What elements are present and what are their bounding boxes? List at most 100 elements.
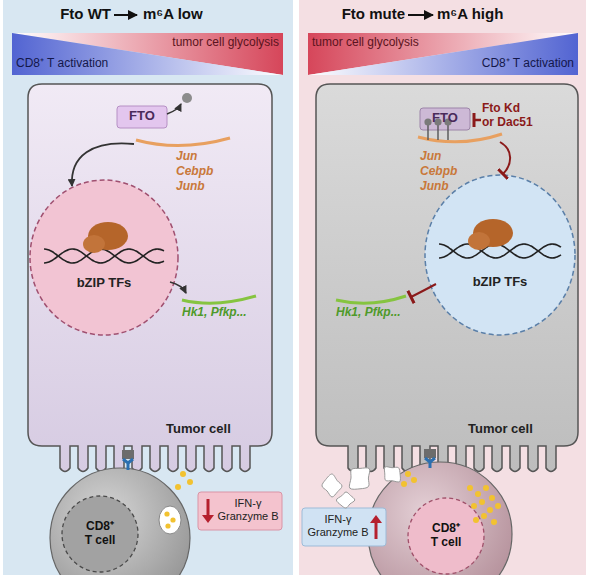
- change-arrowhead: [202, 515, 214, 523]
- transcription-arrow: [170, 282, 186, 293]
- cytokine-granule: [467, 485, 473, 491]
- mrna-strand: [182, 296, 256, 303]
- cytokine-granule: [473, 517, 479, 523]
- m6a-stem: [447, 124, 448, 140]
- granule-vesicle: [159, 506, 181, 534]
- t-cell-receptor: [128, 459, 133, 463]
- demethylation-arrow: [167, 104, 181, 114]
- transcription-factor: [468, 232, 490, 250]
- cytokine-granule: [180, 471, 186, 477]
- change-arrow: [375, 522, 378, 539]
- cell-debris: [336, 492, 354, 508]
- cytokine-granule: [479, 499, 485, 505]
- dna-strand: [44, 249, 164, 263]
- node-text: FTO: [420, 111, 470, 126]
- cell-debris: [349, 468, 369, 489]
- node-text: Tumor cell: [468, 422, 563, 437]
- title-arrow: [114, 14, 137, 16]
- cytokine-granule: [495, 503, 501, 509]
- cytokine-box-background: [198, 492, 282, 530]
- cytokine-box: IFN-γ Granzyme B: [198, 492, 282, 530]
- protein-box: [420, 108, 470, 130]
- tumor-cell: Tumor cell FTO bZIP TFs: [28, 84, 272, 474]
- node-text: bZIP TFs: [460, 275, 540, 290]
- node-text: IFN-γ Granzyme B: [306, 513, 370, 538]
- node-text: CD8⁺ T activation: [434, 57, 574, 71]
- tumor-cell: Tumor cell FTO bZIP TFs: [316, 84, 578, 474]
- cell-membrane: [28, 84, 272, 472]
- m6a-mark: [424, 118, 431, 125]
- change-arrowhead: [370, 515, 382, 523]
- fto-inhibition: [474, 119, 481, 122]
- panel-heading: m⁶A low: [143, 5, 263, 22]
- fto-box: FTO: [420, 108, 470, 130]
- panel-heading: m⁶A high: [437, 5, 557, 22]
- gradient-band: tumor cell glycolysisCD8⁺ T activation: [308, 33, 578, 75]
- title-arrow: [408, 14, 433, 16]
- protein-box: [117, 106, 167, 128]
- mhc-molecule: [122, 450, 134, 459]
- dna-strand: [439, 244, 561, 258]
- cell-membrane: [316, 84, 578, 472]
- cytokine-granule: [475, 491, 481, 497]
- node-text: CD8⁺ T cell: [82, 520, 118, 548]
- node-text: CD8⁺ T cell: [428, 522, 464, 550]
- t-cell-body: [368, 462, 512, 575]
- mrna-strand: [336, 296, 406, 303]
- glycolysis-gradient: [12, 33, 283, 75]
- node-outline: [425, 175, 575, 335]
- translation-arrow: [72, 143, 134, 186]
- cytokine-granule: [175, 484, 181, 490]
- gene-name: Junb: [420, 180, 480, 194]
- cytokine-granule: [491, 519, 497, 525]
- node-text: bZIP TFs: [64, 276, 144, 291]
- t-cell-body: [50, 468, 190, 575]
- mrna-strand: [136, 138, 230, 146]
- nucleus: bZIP TFs: [425, 175, 575, 335]
- nucleus-envelope: [425, 175, 575, 335]
- cytokine-granule: [483, 485, 489, 491]
- inhibitor-note: Fto Kd or Dac51: [482, 102, 534, 130]
- gene-name: Cebpb: [176, 165, 236, 179]
- mhc-molecule: [424, 449, 436, 458]
- translation-inhibition: [500, 142, 510, 174]
- t-cell-nucleus: [408, 498, 484, 574]
- cytokine-granule: [487, 507, 493, 513]
- cytokine-granule: [401, 481, 407, 487]
- m6a-mark: [434, 118, 441, 125]
- t-cell-receptor: [123, 459, 128, 470]
- cell-debris: [322, 474, 342, 497]
- nucleus-envelope: [30, 180, 178, 335]
- dna-strand: [44, 249, 164, 263]
- gene-name: Jun: [420, 150, 480, 164]
- mrna-strand: [418, 134, 502, 142]
- node-text: tumor cell glycolysis: [312, 36, 452, 50]
- t-cell-receptor: [430, 458, 435, 462]
- transcription-factor: [83, 235, 105, 253]
- t-cell: CD8⁺ T cell: [368, 462, 512, 575]
- m6a-mark: [444, 118, 451, 125]
- change-arrow: [207, 499, 210, 516]
- node-text: Tumor cell: [166, 422, 261, 437]
- cytokine-box: IFN-γ Granzyme B: [302, 508, 386, 546]
- fto-box: FTO: [117, 106, 167, 128]
- t-cell-nucleus: [62, 496, 138, 572]
- glycolysis-gradient: [308, 33, 578, 75]
- m6a-mark: [182, 93, 192, 103]
- cytokine-granule: [481, 513, 487, 519]
- node-text: tumor cell glycolysis: [143, 36, 279, 50]
- gene-name: Cebpb: [420, 165, 480, 179]
- node-text: CD8⁺ T activation: [16, 57, 156, 71]
- cytokine-granule: [187, 479, 193, 485]
- gradient-band: tumor cell glycolysisCD8⁺ T activation: [12, 33, 283, 75]
- cytokine-granule: [411, 477, 417, 483]
- t-cell-receptor: [425, 458, 430, 468]
- m6a-stem: [427, 124, 428, 140]
- cytokine-granule: [164, 511, 169, 516]
- gene-name: Junb: [176, 180, 236, 194]
- cytokine-granule: [405, 471, 411, 477]
- panel-heading: Fto mute: [307, 5, 405, 22]
- gene-name: Jun: [176, 150, 236, 164]
- activation-gradient: [12, 33, 283, 75]
